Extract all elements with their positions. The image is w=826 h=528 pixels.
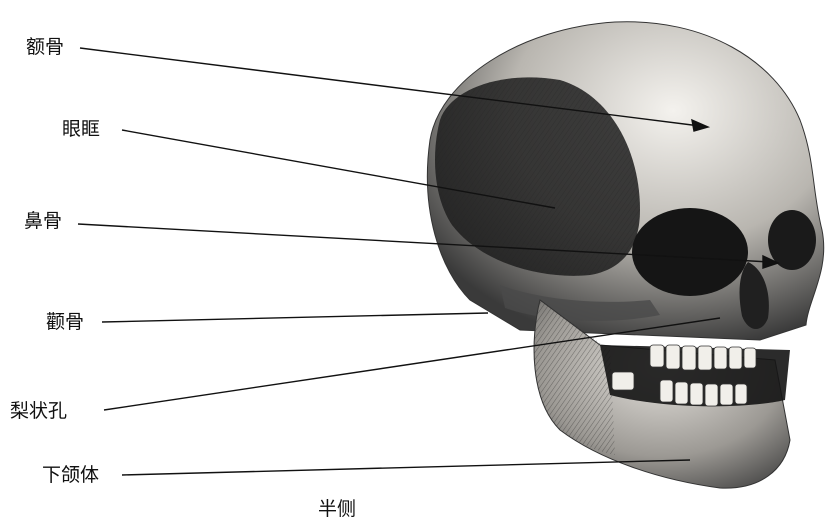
- label-mandible-body: 下颌体: [42, 466, 99, 485]
- label-piriform-aperture: 梨状孔: [10, 402, 67, 421]
- figure-caption: 半侧: [318, 500, 356, 519]
- left-orbit-shape: [632, 208, 748, 296]
- label-orbit: 眼眶: [62, 120, 100, 139]
- zygomatic-bone-leader: [102, 313, 488, 322]
- label-nasal-bone: 鼻骨: [24, 212, 62, 231]
- label-zygomatic-bone: 颧骨: [46, 313, 84, 332]
- label-frontal-bone: 额骨: [26, 38, 64, 57]
- mandible-body-leader: [122, 460, 690, 475]
